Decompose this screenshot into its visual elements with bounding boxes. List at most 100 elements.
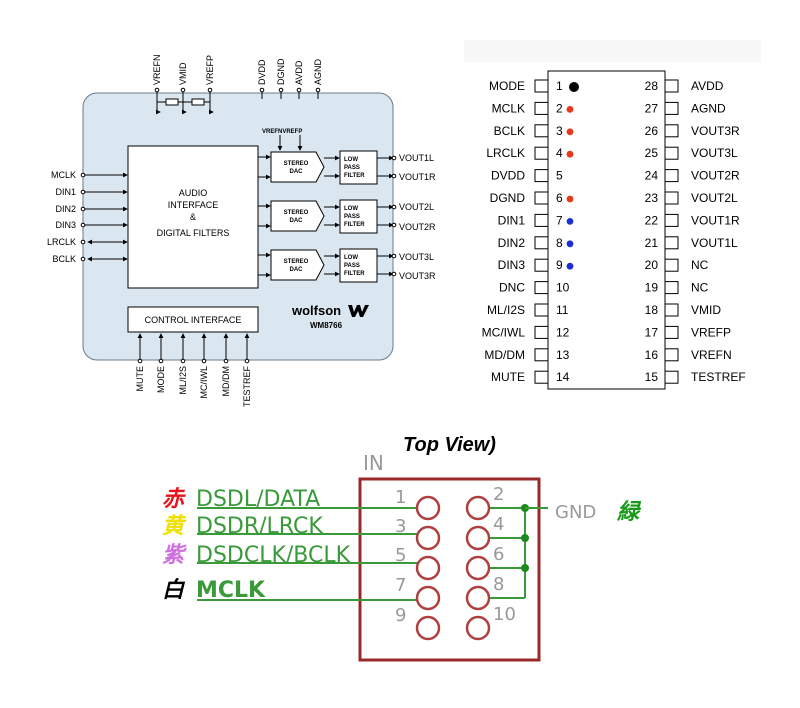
brand-logo-mark bbox=[348, 305, 369, 317]
pin-pad bbox=[664, 303, 679, 317]
pad-number: 5 bbox=[395, 545, 406, 566]
audio-block-line: INTERFACE bbox=[168, 200, 219, 210]
output-labels: VOUT1L VOUT1R VOUT2L VOUT2R VOUT3L VOUT3… bbox=[391, 153, 436, 281]
signal-jp-label: 紫 bbox=[162, 543, 187, 568]
pin-pad bbox=[534, 213, 549, 227]
left-pin-label: MCLK bbox=[51, 170, 76, 180]
dac-label: STEREO bbox=[284, 210, 309, 216]
pin-number: 11 bbox=[556, 303, 569, 317]
view-title: Top View) bbox=[403, 434, 496, 456]
pin-name: DNC bbox=[499, 281, 525, 295]
filter-label: PASS bbox=[344, 263, 360, 269]
pin-number: 7 bbox=[556, 213, 563, 227]
left-pin-label: DIN1 bbox=[55, 187, 76, 197]
bottom-pin-label: ML/I2S bbox=[178, 366, 188, 395]
pin-number: 13 bbox=[556, 348, 570, 362]
pad-number: 8 bbox=[493, 574, 504, 595]
pin-pad bbox=[534, 370, 549, 384]
pad-number: 9 bbox=[395, 605, 406, 626]
pin-name: AGND bbox=[691, 101, 726, 115]
filter-label: LOW bbox=[344, 206, 358, 212]
top-pin-group: VREFN VMID VREFP DVDD DGND AVDD AGND bbox=[152, 54, 323, 101]
pad-number: 10 bbox=[493, 604, 516, 625]
pin-name: NC bbox=[691, 281, 709, 295]
pin-marker-dot bbox=[566, 218, 574, 225]
pin-number: 18 bbox=[645, 303, 659, 317]
pin-row-right: 27 AGND bbox=[645, 101, 726, 115]
pin-pad bbox=[664, 79, 679, 93]
pin-number: 24 bbox=[645, 169, 659, 183]
block-diagram: VREFN VMID VREFP DVDD DGND AVDD AGND AUD… bbox=[47, 54, 436, 407]
pin-name: DIN2 bbox=[498, 236, 526, 250]
pad-number: 1 bbox=[395, 487, 406, 508]
in-label: IN bbox=[363, 451, 384, 475]
pin-pad bbox=[664, 146, 679, 160]
pin-pad bbox=[534, 348, 549, 362]
ic-package bbox=[547, 70, 666, 390]
pin-number: 23 bbox=[645, 191, 659, 205]
pin-name: BCLK bbox=[494, 124, 525, 138]
vref-label: VREFNVREFP bbox=[262, 129, 302, 135]
gnd-label: GND bbox=[555, 502, 596, 523]
pin-name: VOUT2R bbox=[691, 169, 740, 183]
pin-pad bbox=[534, 146, 549, 160]
reference-ladder bbox=[155, 98, 214, 115]
pin-number: 20 bbox=[645, 258, 659, 272]
filter-label: FILTER bbox=[344, 222, 365, 228]
pin-marker-dot bbox=[566, 128, 574, 136]
top-pin-label: VREFN bbox=[152, 54, 162, 85]
pin-pad bbox=[534, 303, 549, 317]
pin-pad bbox=[534, 79, 549, 93]
left-pin-label: DIN3 bbox=[55, 220, 76, 230]
pin-number: 14 bbox=[556, 370, 570, 384]
header-connector: Top View) IN 1 3 5 7 9 bbox=[162, 434, 642, 662]
pad-numbers: 1 3 5 7 9 2 4 6 8 10 bbox=[395, 484, 516, 626]
gnd-junction bbox=[521, 534, 529, 542]
pin-number: 16 bbox=[645, 348, 659, 362]
left-pin-label: BCLK bbox=[52, 254, 76, 264]
audio-block-line: AUDIO bbox=[179, 188, 208, 198]
pin-name: VOUT3R bbox=[691, 124, 740, 138]
pin-row-right: 19 NC bbox=[645, 281, 709, 295]
pin-name: VOUT3L bbox=[691, 146, 738, 160]
pin-number: 27 bbox=[645, 101, 659, 115]
top-pin-label: VREFP bbox=[205, 55, 215, 85]
pin-number: 8 bbox=[556, 236, 563, 250]
part-number: WM8766 bbox=[310, 321, 343, 330]
dac-row: STEREO DAC LOW PASS FILTER bbox=[258, 248, 394, 283]
bottom-pin-group: MUTE MODE ML/I2S MC/IWL MD/DM TESTREF bbox=[135, 333, 252, 407]
signal-jp-label: 白 bbox=[162, 577, 186, 603]
filter-label: LOW bbox=[344, 157, 358, 163]
pin-name: DIN1 bbox=[498, 213, 526, 227]
pin-pad bbox=[664, 124, 679, 138]
bottom-pin-label: MUTE bbox=[135, 366, 145, 392]
pin-name: NC bbox=[691, 258, 709, 272]
bottom-pin-label: MODE bbox=[156, 366, 166, 393]
pin-name: LRCLK bbox=[486, 146, 525, 160]
pin-pad bbox=[664, 370, 679, 384]
pin-row-left: LRCLK 4 bbox=[486, 146, 574, 160]
pin-number: 19 bbox=[645, 281, 659, 295]
output-label: VOUT1L bbox=[399, 153, 434, 163]
pad-number: 7 bbox=[395, 575, 406, 596]
pin-number: 1 bbox=[556, 79, 563, 93]
signal-name: MCLK bbox=[196, 578, 266, 603]
pin-number: 4 bbox=[556, 146, 563, 160]
filter-label: FILTER bbox=[344, 271, 365, 277]
signal-jp-label: 赤 bbox=[162, 487, 186, 512]
signal-name: DSDL/DATA bbox=[196, 487, 320, 512]
signal-labels: 赤 DSDL/DATA 黄 DSDR/LRCK 紫 DSDCLK/BCLK 白 … bbox=[162, 487, 351, 603]
